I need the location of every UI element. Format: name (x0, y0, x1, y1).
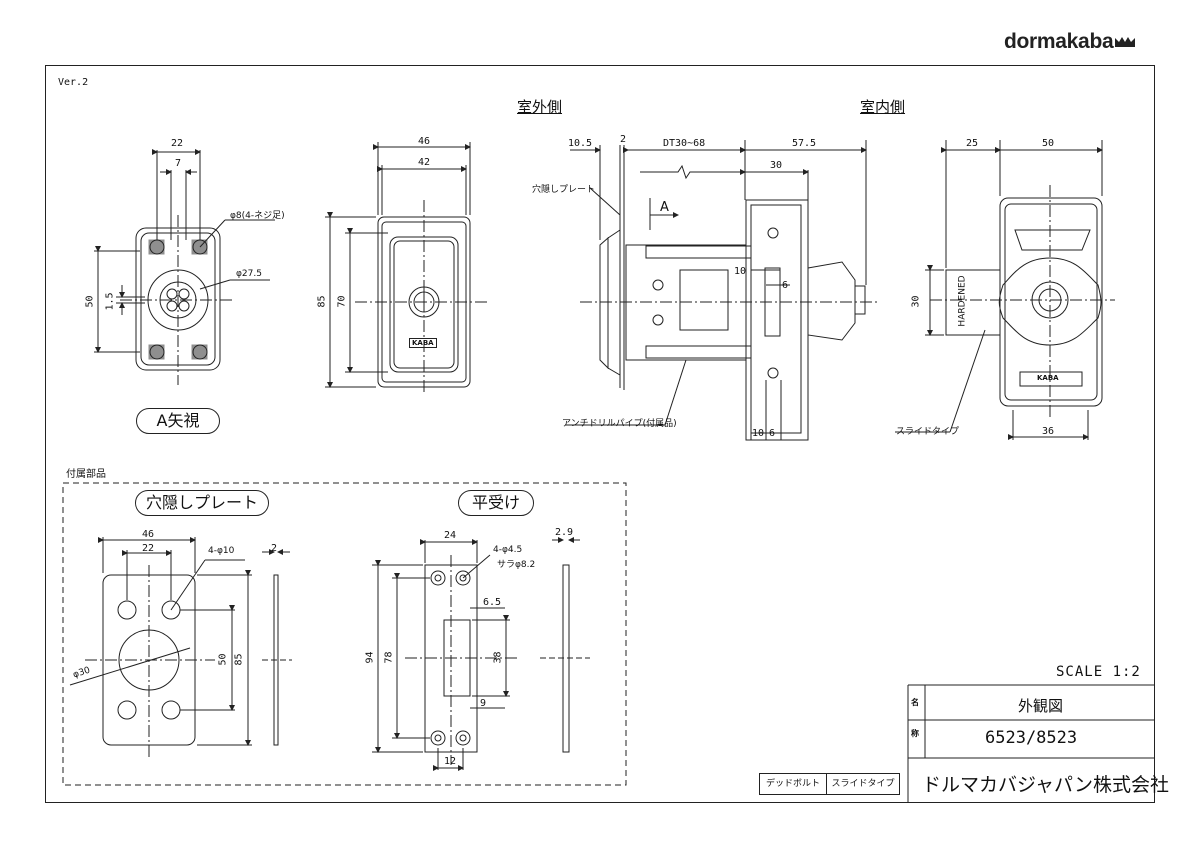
dim-6-bottom: 6 (769, 428, 776, 439)
dim-1-5: 1.5 (104, 292, 116, 311)
dim-50-inside: 50 (1042, 138, 1055, 149)
dim-42: 42 (418, 157, 431, 168)
brand-logo: dormakaba (1004, 30, 1136, 54)
cp-holes: 4-φ10 (208, 546, 235, 556)
dim-10-bottom: 10 (752, 428, 765, 439)
tb-name-label: 名 (911, 698, 919, 707)
st-dim-12: 12 (444, 756, 457, 767)
note-phi27: φ27.5 (236, 269, 262, 279)
dim-30: 30 (770, 160, 783, 171)
side-view-drawing (565, 140, 880, 441)
inside-view-drawing (895, 140, 1115, 440)
dim-25: 25 (966, 138, 979, 149)
version-label: Ver.2 (58, 77, 89, 88)
dim-50: 50 (84, 295, 96, 308)
dim-22: 22 (171, 138, 184, 149)
inside-brand-tag: KABA (1037, 374, 1059, 382)
outside-view-drawing (325, 142, 490, 395)
tb-tag-slide: スライドタイプ (826, 773, 900, 795)
cp-dim-85: 85 (233, 653, 245, 666)
drawing-frame (45, 65, 1155, 803)
tb-code-label: 称 (911, 729, 919, 738)
st-dim-24: 24 (444, 530, 457, 541)
tb-company: ドルマカバジャパン株式会社 (922, 774, 1170, 796)
tb-tag-deadbolt: デッドボルト (759, 773, 827, 795)
scale-label: SCALE 1:2 (1056, 664, 1141, 680)
cp-thickness: 2 (271, 543, 278, 554)
strike-label: 平受け (458, 490, 534, 516)
dim-10-5: 10.5 (568, 138, 593, 149)
cp-dim-22: 22 (142, 543, 155, 554)
note-phi8: φ8(4-ネジ足) (230, 211, 285, 221)
outside-view-title: 室外側 (517, 98, 563, 116)
logo-text: dormakaba (1004, 30, 1114, 53)
dim-7: 7 (175, 158, 182, 169)
dim-85: 85 (316, 295, 328, 308)
dim-57-5: 57.5 (792, 138, 817, 149)
dim-10-inner: 10 (734, 266, 747, 277)
label-anti-drill: アンチドリルパイプ(付属品) (562, 419, 677, 429)
st-dim-78: 78 (383, 651, 395, 664)
crown-icon (1115, 37, 1136, 47)
tb-name-value: 外観図 (1018, 697, 1064, 715)
dim-6-inner: 6 (782, 280, 789, 291)
st-thickness: 2.9 (555, 527, 574, 538)
outside-brand-tag: KABA (409, 338, 437, 348)
dim-dt: DT30~68 (663, 138, 706, 149)
strike-plate-drawing (372, 537, 590, 771)
st-dim-6-5: 6.5 (483, 597, 502, 608)
front-view-drawing (94, 149, 275, 385)
st-holes: 4-φ4.5 (493, 545, 523, 555)
cp-dim-50: 50 (217, 653, 229, 666)
label-cover-plate: 穴隠しプレート (532, 185, 596, 195)
arrow-view-label: A矢視 (136, 408, 220, 434)
inside-view-title: 室内側 (860, 98, 906, 116)
dim-46: 46 (418, 136, 431, 147)
title-block-lines (907, 684, 1155, 803)
cover-plate-drawing (69, 537, 292, 760)
label-a-mark: A (660, 200, 669, 215)
tb-code-value: 6523/8523 (985, 728, 1078, 748)
st-dim-94: 94 (364, 651, 376, 664)
cover-plate-label: 穴隠しプレート (135, 490, 269, 516)
dim-36: 36 (1042, 426, 1055, 437)
st-dim-9: 9 (480, 698, 487, 709)
dim-70: 70 (336, 295, 348, 308)
label-hardened: HARDENED (957, 275, 968, 327)
st-dim-38: 38 (492, 651, 504, 664)
st-countersink: サラφ8.2 (497, 560, 536, 570)
accessories-title: 付属部品 (66, 469, 106, 480)
cp-dim-46: 46 (142, 529, 155, 540)
dim-2: 2 (620, 134, 627, 145)
label-slide-type: スライドタイプ (896, 427, 960, 437)
dim-30-inside: 30 (910, 295, 922, 308)
accessories-box (62, 482, 627, 786)
